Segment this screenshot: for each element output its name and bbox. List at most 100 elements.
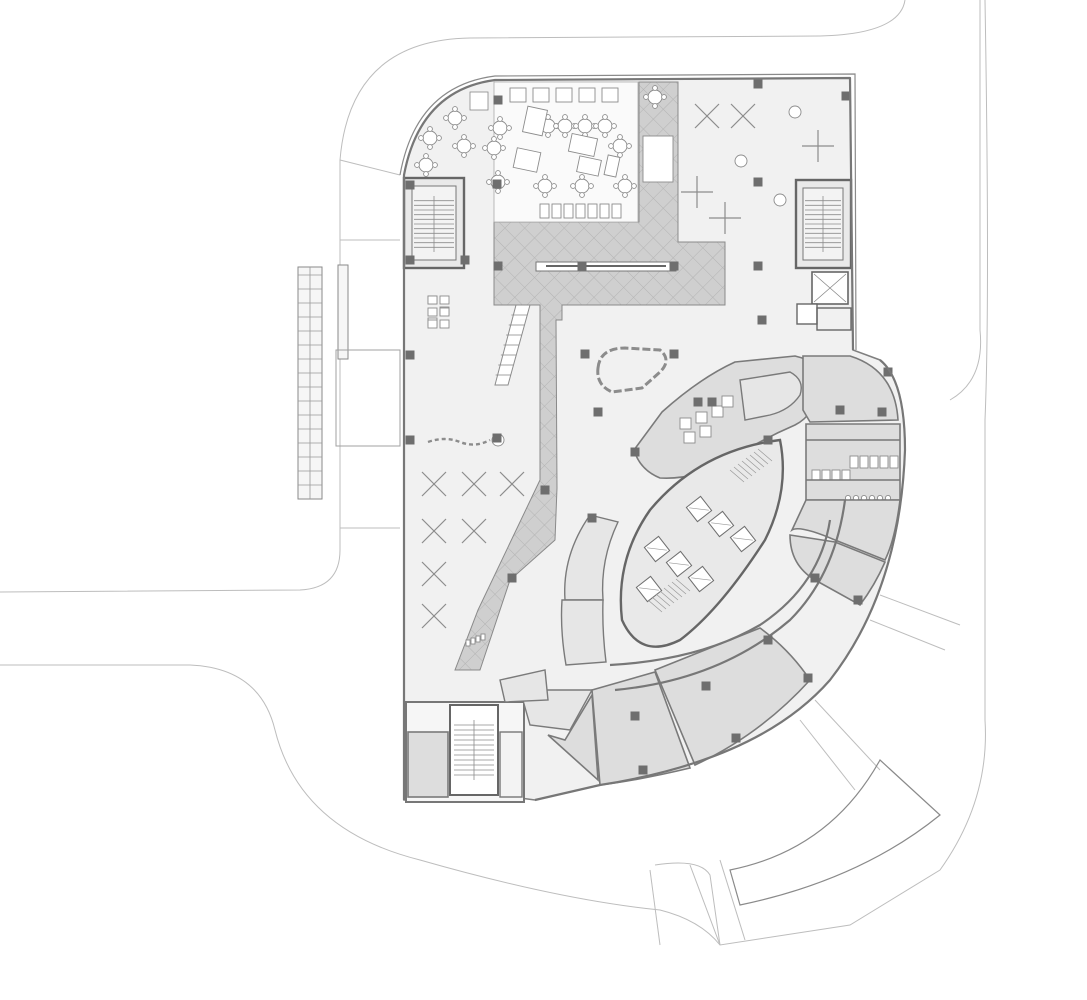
cafe-booth bbox=[532, 87, 550, 103]
entrance-canopy bbox=[297, 264, 401, 500]
cafe-chair bbox=[652, 103, 658, 109]
cafe-chair bbox=[588, 183, 594, 189]
toilet-stall bbox=[859, 455, 869, 469]
structural-column bbox=[753, 177, 763, 187]
bench bbox=[461, 518, 487, 544]
toilet-stall bbox=[889, 455, 899, 469]
stair-tread bbox=[651, 596, 667, 610]
cafe-chair bbox=[631, 183, 637, 189]
structural-column bbox=[669, 349, 679, 359]
cafe-chair bbox=[423, 171, 429, 177]
core-stair bbox=[647, 578, 691, 613]
stair-tread bbox=[733, 466, 749, 480]
site-outline bbox=[0, 0, 988, 946]
cafe-chair bbox=[504, 179, 510, 185]
cafe-table bbox=[521, 105, 549, 137]
stair-tread bbox=[741, 460, 757, 474]
structural-column bbox=[492, 433, 502, 443]
cafe-chair bbox=[626, 143, 632, 149]
cafe-chair bbox=[602, 132, 608, 138]
cafe-table bbox=[492, 120, 508, 136]
cafe-chair bbox=[452, 124, 458, 130]
bench bbox=[421, 561, 447, 587]
stair-tread bbox=[745, 457, 761, 471]
cafe-chair bbox=[551, 183, 557, 189]
cafe-chair bbox=[553, 123, 559, 129]
lobby-chair bbox=[439, 295, 450, 305]
lobby-chair bbox=[427, 307, 438, 317]
structural-columns bbox=[405, 79, 893, 775]
cafe-table bbox=[512, 147, 542, 173]
core-stair bbox=[729, 448, 773, 483]
lobby-chair bbox=[427, 319, 438, 329]
structural-column bbox=[693, 397, 703, 407]
cafe-chair bbox=[563, 203, 574, 219]
structural-column bbox=[731, 733, 741, 743]
lounge-table bbox=[788, 105, 802, 119]
cafe-chair bbox=[491, 154, 497, 160]
stair-core-east bbox=[794, 178, 853, 331]
lobby-paving bbox=[454, 81, 726, 671]
stair-tread bbox=[663, 587, 679, 601]
stair-tread bbox=[729, 469, 745, 483]
cafe-chair bbox=[545, 132, 551, 138]
structural-column bbox=[492, 179, 502, 189]
structural-column bbox=[405, 350, 415, 360]
stair-tread bbox=[753, 451, 769, 465]
cafe-chair bbox=[617, 134, 623, 140]
cafe-chair bbox=[436, 135, 442, 141]
cafe-chair bbox=[661, 94, 667, 100]
cafe-chair bbox=[480, 633, 486, 641]
bench bbox=[421, 603, 447, 629]
bench bbox=[499, 471, 525, 497]
cafe-chair bbox=[491, 136, 497, 142]
elevator-shaft-mark bbox=[689, 507, 709, 511]
structural-column bbox=[803, 673, 813, 683]
curved-office-rooms bbox=[499, 355, 901, 786]
cafe-booth bbox=[555, 87, 573, 103]
structural-column bbox=[763, 635, 773, 645]
bench bbox=[730, 103, 756, 129]
cafe-chair bbox=[539, 203, 550, 219]
kitchen-unit bbox=[683, 431, 696, 444]
cafe-table bbox=[447, 110, 463, 126]
cafe-chair bbox=[488, 125, 494, 131]
lounge-table bbox=[734, 154, 748, 168]
structural-column bbox=[701, 681, 711, 691]
stair-tread bbox=[667, 584, 683, 598]
structural-column bbox=[753, 79, 763, 89]
structural-column bbox=[835, 405, 845, 415]
cafe-table bbox=[612, 138, 628, 154]
cafe-table bbox=[456, 138, 472, 154]
elevator-shaft-mark bbox=[711, 522, 731, 526]
cafe-chair bbox=[418, 135, 424, 141]
cafe-chair bbox=[500, 145, 506, 151]
cafe-chair bbox=[579, 174, 585, 180]
cafe-chair bbox=[602, 114, 608, 120]
cafe-chair bbox=[495, 188, 501, 194]
cafe-chair bbox=[497, 134, 503, 140]
cafe-chair bbox=[611, 203, 622, 219]
kitchen-unit bbox=[711, 405, 724, 418]
cafe-chair bbox=[579, 192, 585, 198]
cafe-chair bbox=[486, 179, 492, 185]
structural-column bbox=[593, 407, 603, 417]
structural-column bbox=[757, 315, 767, 325]
cafe-chair bbox=[593, 123, 599, 129]
cafe-chair bbox=[562, 114, 568, 120]
cafe-chair bbox=[608, 143, 614, 149]
cafe-chair bbox=[542, 174, 548, 180]
cafe-chair bbox=[497, 116, 503, 122]
structural-column bbox=[810, 573, 820, 583]
cafe-table bbox=[576, 155, 602, 177]
cafe-chair bbox=[570, 183, 576, 189]
stair-tread bbox=[647, 599, 663, 613]
cafe-booth bbox=[509, 87, 527, 103]
cafe-booth bbox=[601, 87, 619, 103]
cafe-booth bbox=[578, 87, 596, 103]
cafe-table bbox=[469, 91, 489, 111]
toilet-stall bbox=[849, 455, 859, 469]
elevator-shaft-mark bbox=[647, 547, 667, 551]
cafe-table bbox=[567, 132, 599, 158]
